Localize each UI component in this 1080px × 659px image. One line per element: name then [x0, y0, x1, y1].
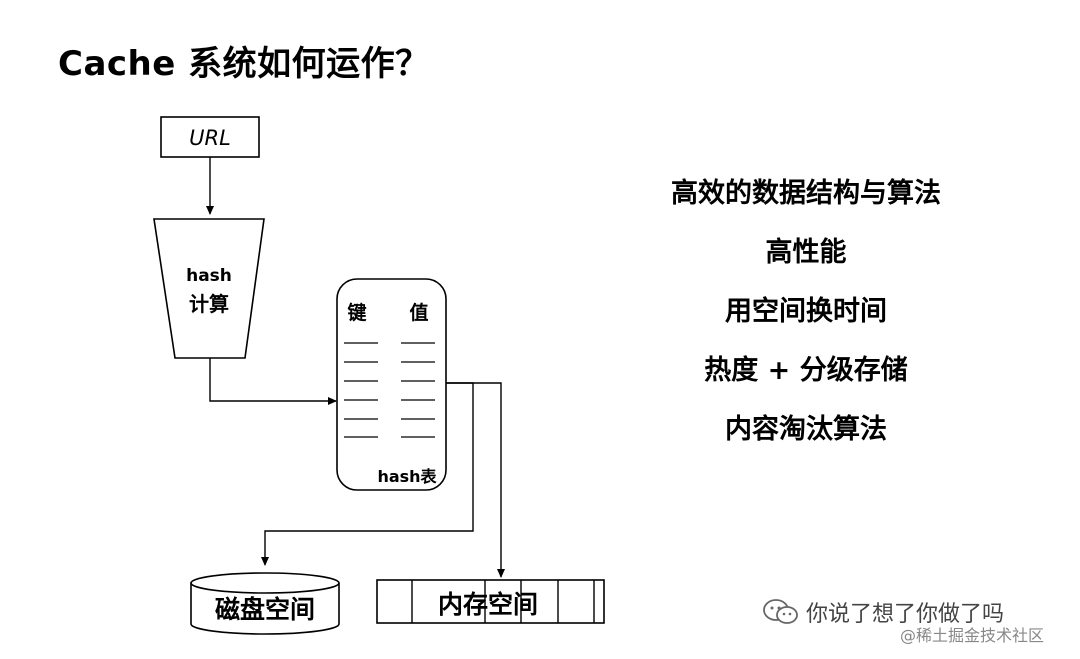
feature-item: 用空间换时间: [725, 296, 887, 327]
feature-item: 内容淘汰算法: [725, 414, 887, 445]
site-watermark: @稀土掘金技术社区: [900, 626, 1045, 645]
feature-item: 热度 + 分级存储: [704, 355, 908, 386]
feature-item: 高效的数据结构与算法: [671, 178, 941, 209]
hash-table-node: 键 值 hash表: [336, 278, 447, 491]
wechat-icon: [763, 599, 798, 624]
page-title: Cache 系统如何运作？: [58, 44, 430, 84]
table-value-rows: [401, 342, 435, 438]
memory-space-node: 内存空间: [376, 579, 605, 624]
table-key-rows: [344, 342, 378, 438]
url-label: URL: [189, 126, 231, 150]
arrow-table-to-memory: [446, 382, 505, 578]
table-caption: hash表: [377, 467, 437, 486]
arrow-hash-to-table: [209, 358, 337, 405]
hash-compute-label-1: hash: [186, 266, 232, 286]
table-value-header: 值: [409, 301, 428, 324]
hash-compute-node: hash 计算: [153, 218, 265, 359]
hash-compute-label-2: 计算: [189, 292, 229, 316]
memory-space-label: 内存空间: [438, 590, 538, 619]
wechat-watermark: 你说了想了你做了吗: [762, 596, 1004, 628]
table-key-header: 键: [346, 301, 366, 324]
feature-list: 高效的数据结构与算法 高性能 用空间换时间 热度 + 分级存储 内容淘汰算法: [640, 172, 972, 467]
url-node: URL: [160, 116, 260, 158]
disk-space-label: 磁盘空间: [215, 595, 315, 624]
wechat-account-name: 你说了想了你做了吗: [806, 602, 1005, 627]
feature-item: 高性能: [765, 237, 847, 268]
disk-space-node: 磁盘空间: [190, 572, 340, 635]
